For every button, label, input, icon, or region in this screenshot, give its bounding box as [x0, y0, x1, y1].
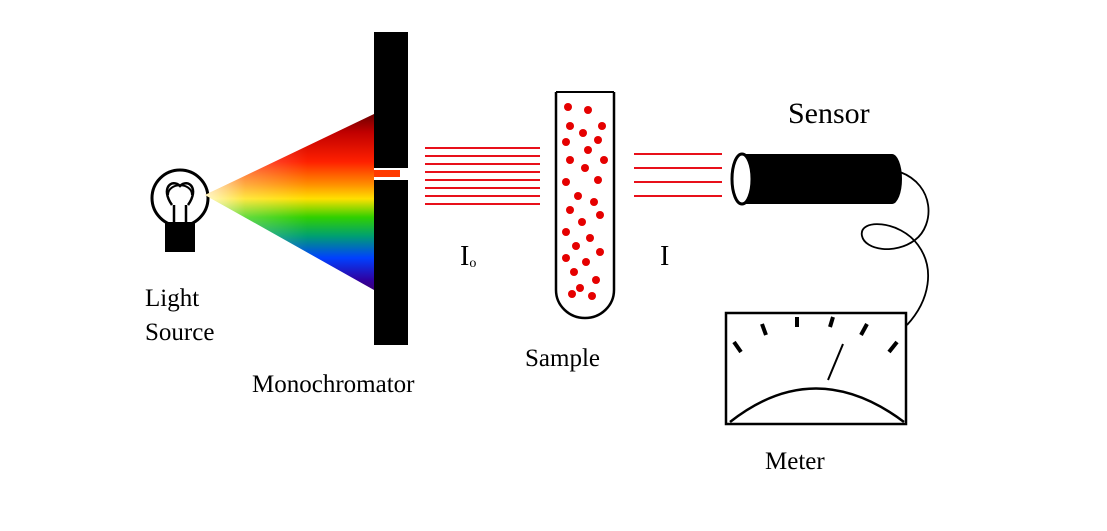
sensor-cable — [861, 171, 930, 326]
meter-needle — [827, 343, 844, 381]
light-source-label-line2: Source — [145, 319, 215, 346]
sample-label: Sample — [525, 345, 600, 372]
monochromator-slit — [374, 32, 408, 345]
incident-intensity-label: Io — [460, 243, 476, 271]
sensor-label: Sensor — [788, 97, 870, 130]
light-bulb-icon — [150, 168, 210, 252]
incident-subscript: o — [469, 256, 477, 271]
meter-dial-icon — [724, 311, 908, 426]
incident-symbol: I — [460, 241, 470, 272]
light-source-label-line1: Light — [145, 285, 200, 312]
prism-spectrum-icon — [205, 114, 374, 290]
test-tube-icon — [554, 91, 616, 320]
incident-beam-lines — [425, 147, 540, 205]
sensor-cylinder-icon — [730, 152, 902, 206]
monochromator-label: Monochromator — [252, 371, 415, 398]
sample-particles — [562, 103, 608, 300]
transmitted-intensity-label: I — [660, 241, 670, 272]
transmitted-beam-lines — [634, 153, 722, 197]
meter-label: Meter — [765, 448, 825, 475]
